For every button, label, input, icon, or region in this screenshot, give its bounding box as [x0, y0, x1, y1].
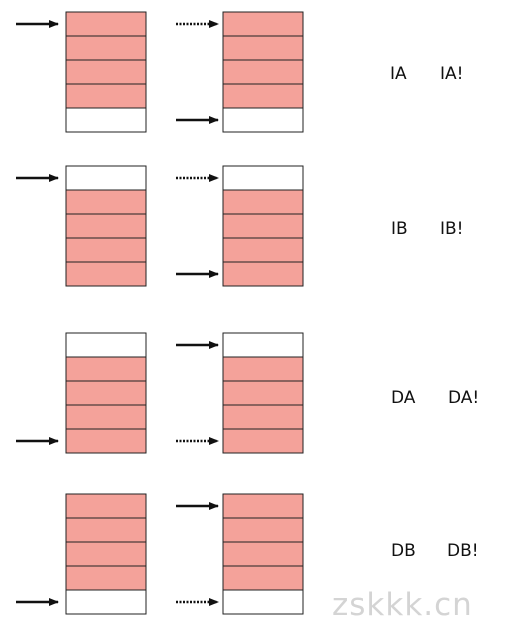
da-right-stack [222, 332, 304, 454]
arrows-layer [16, 20, 219, 606]
stack-cell [222, 517, 304, 543]
da-left-stack [65, 332, 147, 454]
stack-cell [65, 565, 147, 591]
stack-cell [65, 541, 147, 567]
label-ia-bang: IA! [440, 64, 464, 84]
watermark-text: zskkk.cn [332, 587, 473, 623]
stack-cell [65, 213, 147, 239]
stack-cell [222, 404, 304, 430]
stack-cell [65, 428, 147, 454]
label-db-bang: DB! [447, 541, 479, 561]
stack-cell [65, 493, 147, 519]
stack-cell [222, 11, 304, 37]
stack-cell [65, 380, 147, 406]
stack-cell [222, 589, 304, 615]
stack-cell [65, 517, 147, 543]
stacks-layer [65, 11, 304, 615]
label-da: DA [391, 388, 416, 408]
stack-cell [222, 261, 304, 287]
db-right-stack [222, 493, 304, 615]
stack-cell [222, 83, 304, 109]
stack-cell [65, 261, 147, 287]
stack-cell [222, 189, 304, 215]
label-ia: IA [390, 64, 407, 84]
stack-cell [222, 59, 304, 85]
db-left-stack [65, 493, 147, 615]
stack-cell [222, 565, 304, 591]
stack-cell [222, 541, 304, 567]
stack-cell [222, 213, 304, 239]
stack-cell [65, 404, 147, 430]
stack-cell [65, 589, 147, 615]
label-ib: IB [391, 219, 408, 239]
stack-cell [65, 83, 147, 109]
ib-left-stack [65, 165, 147, 287]
label-db: DB [391, 541, 416, 561]
stack-cell [222, 332, 304, 358]
stack-cell [222, 428, 304, 454]
stack-cell [222, 35, 304, 61]
stack-cell [222, 380, 304, 406]
stack-cell [222, 165, 304, 191]
stack-cell [65, 59, 147, 85]
stack-cell [65, 189, 147, 215]
ib-right-stack [222, 165, 304, 287]
ia-right-stack [222, 11, 304, 133]
stack-cell [222, 237, 304, 263]
stack-cell [222, 493, 304, 519]
stack-cell [65, 107, 147, 133]
stack-cell [65, 35, 147, 61]
stack-cell [65, 165, 147, 191]
stack-cell [65, 332, 147, 358]
label-da-bang: DA! [448, 388, 480, 408]
stack-cell [65, 11, 147, 37]
stack-cell [65, 356, 147, 382]
ia-left-stack [65, 11, 147, 133]
stack-cell [222, 107, 304, 133]
stack-cell [222, 356, 304, 382]
stack-cell [65, 237, 147, 263]
label-ib-bang: IB! [440, 219, 464, 239]
